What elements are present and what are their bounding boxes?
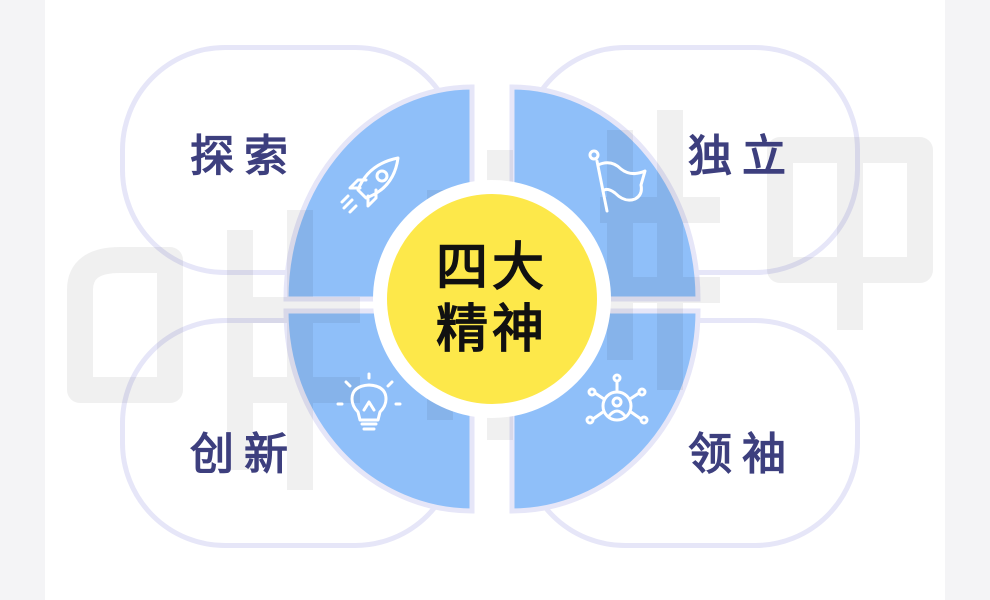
label-explore: 探索 [190,131,298,182]
label-leadership: 领袖 [688,429,796,480]
center-title-line1: 四大 [435,238,548,298]
label-innovation: 创新 [190,429,298,480]
leader-network-icon [582,372,652,438]
rocket-icon [338,150,408,220]
center-circle: 四大 精神 [387,194,597,404]
center-title-line2: 精神 [435,300,548,360]
label-independence: 独立 [688,131,796,182]
flag-icon [585,145,655,217]
lightbulb-icon [336,372,402,438]
